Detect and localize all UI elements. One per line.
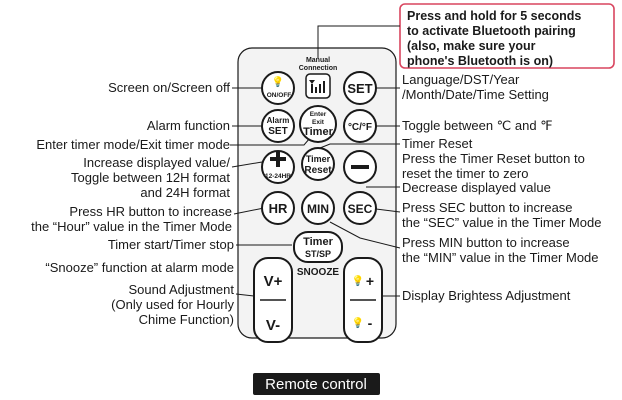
increase-label: Increase displayed value/	[83, 155, 230, 170]
min-button-label: MIN	[307, 202, 329, 216]
minus-button[interactable]	[343, 150, 377, 184]
minus-icon	[351, 165, 369, 169]
timer-stsp-label: Timer	[303, 236, 333, 248]
bluetooth-callout: Press and hold for 5 seconds to activate…	[399, 3, 615, 69]
timer-stsp-button[interactable]: Timer ST/SP	[293, 231, 343, 263]
decrease-label: Decrease displayed value	[402, 180, 551, 195]
timer-mode-label: Exit	[312, 119, 325, 126]
sound-label: Sound Adjustment	[128, 282, 234, 297]
sound-label: Chime Function)	[139, 312, 234, 327]
reset-label: reset the timer to zero	[402, 166, 528, 181]
set-label: Language/DST/Year	[402, 72, 520, 87]
temp-label: Toggle between ℃ and ℉	[402, 118, 553, 133]
volume-up-label: V+	[264, 273, 283, 290]
increase-label: and 24H format	[140, 185, 230, 200]
manual-connection-label: Manual	[306, 57, 330, 64]
sec-label: Press SEC button to increase	[402, 200, 573, 215]
set-button[interactable]: SET	[343, 71, 377, 105]
temp-toggle-button[interactable]: °C/°F	[343, 109, 377, 143]
sec-label: the “SEC” value in the Timer Mode	[402, 215, 601, 230]
timer-mode-label: Enter	[310, 111, 327, 118]
brightness-bulb-icon: 💡	[352, 274, 364, 287]
alarm-button-label: Alarm	[267, 116, 290, 125]
plus-icon	[276, 151, 280, 167]
callout-line: (also, make sure your	[407, 39, 536, 53]
left-labels: Screen on/Screen off Alarm function Ente…	[31, 80, 234, 327]
volume-down-label: V-	[266, 317, 280, 334]
set-label: /Month/Date/Time Setting	[402, 87, 549, 102]
bluetooth-leader	[317, 25, 400, 58]
snooze-label: SNOOZE	[297, 267, 340, 278]
min-label: the “MIN” value in the Timer Mode	[402, 250, 599, 265]
screen-label: Screen on/Screen off	[108, 80, 230, 95]
increase-label: Toggle between 12H format	[71, 170, 230, 185]
hr-button-label: HR	[269, 201, 288, 216]
brightness-label: Display Brightess Adjustment	[402, 288, 571, 303]
timer-reset-label: Reset	[304, 165, 332, 176]
caption-badge: Remote control	[253, 373, 380, 395]
callout-line: to activate Bluetooth pairing	[407, 24, 576, 38]
timer-mode-label: Timer	[303, 126, 333, 138]
caption-text: Remote control	[265, 376, 367, 393]
hr-label: Press HR button to increase	[69, 204, 232, 219]
min-leader	[329, 221, 401, 249]
bulb-icon: 💡	[272, 75, 284, 88]
timer-stsp-label: ST/SP	[305, 249, 331, 259]
brightness-bulb-icon: 💡	[352, 316, 364, 329]
volume-rocker[interactable]: V+ V-	[253, 257, 293, 343]
plus-button[interactable]: 12-24HR	[261, 150, 295, 184]
callout-line: phone's Bluetooth is on)	[407, 54, 553, 68]
reset-label: Timer Reset	[402, 136, 473, 151]
timer-stsp-label: Timer start/Timer stop	[108, 237, 234, 252]
increase-leader	[231, 161, 263, 168]
snooze-label: “Snooze” function at alarm mode	[45, 260, 234, 275]
alarm-button-label: SET	[268, 126, 287, 137]
timer-reset-button[interactable]: Timer Reset	[301, 147, 335, 181]
manual-connection-label: Connection	[299, 65, 338, 72]
min-button[interactable]: MIN	[301, 191, 335, 225]
right-labels: Language/DST/Year /Month/Date/Time Setti…	[402, 72, 601, 303]
callout-border	[399, 3, 615, 69]
timer-mode-button[interactable]: Enter Exit Timer	[299, 105, 337, 143]
timer-reset-label: Timer	[306, 154, 331, 164]
reset-leader	[319, 143, 400, 149]
min-label: Press MIN button to increase	[402, 235, 570, 250]
reset-label: Press the Timer Reset button to	[402, 151, 585, 166]
brightness-down-label: -	[368, 315, 373, 331]
power-button-label: ON/OFF	[267, 92, 292, 99]
hr-leader	[233, 207, 265, 215]
callout-line: Press and hold for 5 seconds	[407, 9, 581, 23]
sec-button-label: SEC	[348, 202, 373, 216]
hr-label: the “Hour” value in the Timer Mode	[31, 219, 232, 234]
sound-label: (Only used for Hourly	[111, 297, 234, 312]
temp-toggle-label: °C/°F	[348, 122, 372, 133]
brightness-up-label: +	[366, 273, 374, 289]
hr-button[interactable]: HR	[261, 191, 295, 225]
timer-mode-leader	[230, 137, 311, 146]
brightness-rocker[interactable]: 💡 + 💡 -	[343, 257, 383, 343]
plus-button-label: 12-24HR	[265, 173, 291, 180]
set-button-label: SET	[347, 81, 372, 96]
timer-mode-label: Enter timer mode/Exit timer mode	[36, 137, 230, 152]
power-button[interactable]: 💡 ON/OFF	[261, 71, 295, 105]
bluetooth-signal-icon	[309, 80, 325, 93]
sec-button[interactable]: SEC	[343, 191, 377, 225]
alarm-label: Alarm function	[147, 118, 230, 133]
bluetooth-button[interactable]	[305, 73, 331, 99]
alarm-set-button[interactable]: Alarm SET	[261, 109, 295, 143]
